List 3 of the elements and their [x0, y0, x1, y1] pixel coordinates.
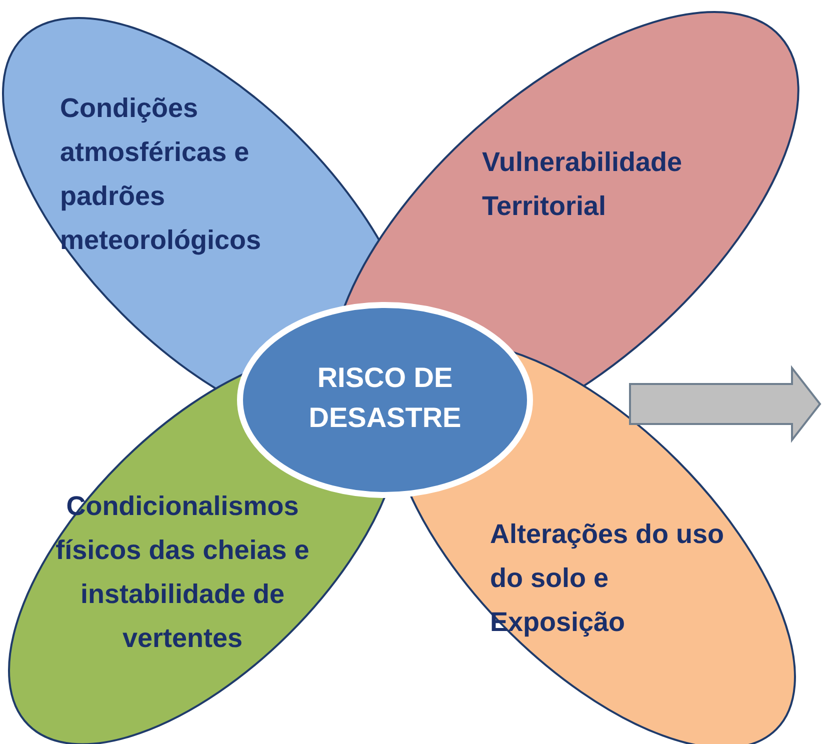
petal-label: Vulnerabilidade Territorial	[482, 146, 684, 223]
center-label: RISCO DE DESASTRE	[308, 361, 462, 435]
petal-label: Condições atmosféricas e padrões meteorológicos	[60, 92, 262, 257]
